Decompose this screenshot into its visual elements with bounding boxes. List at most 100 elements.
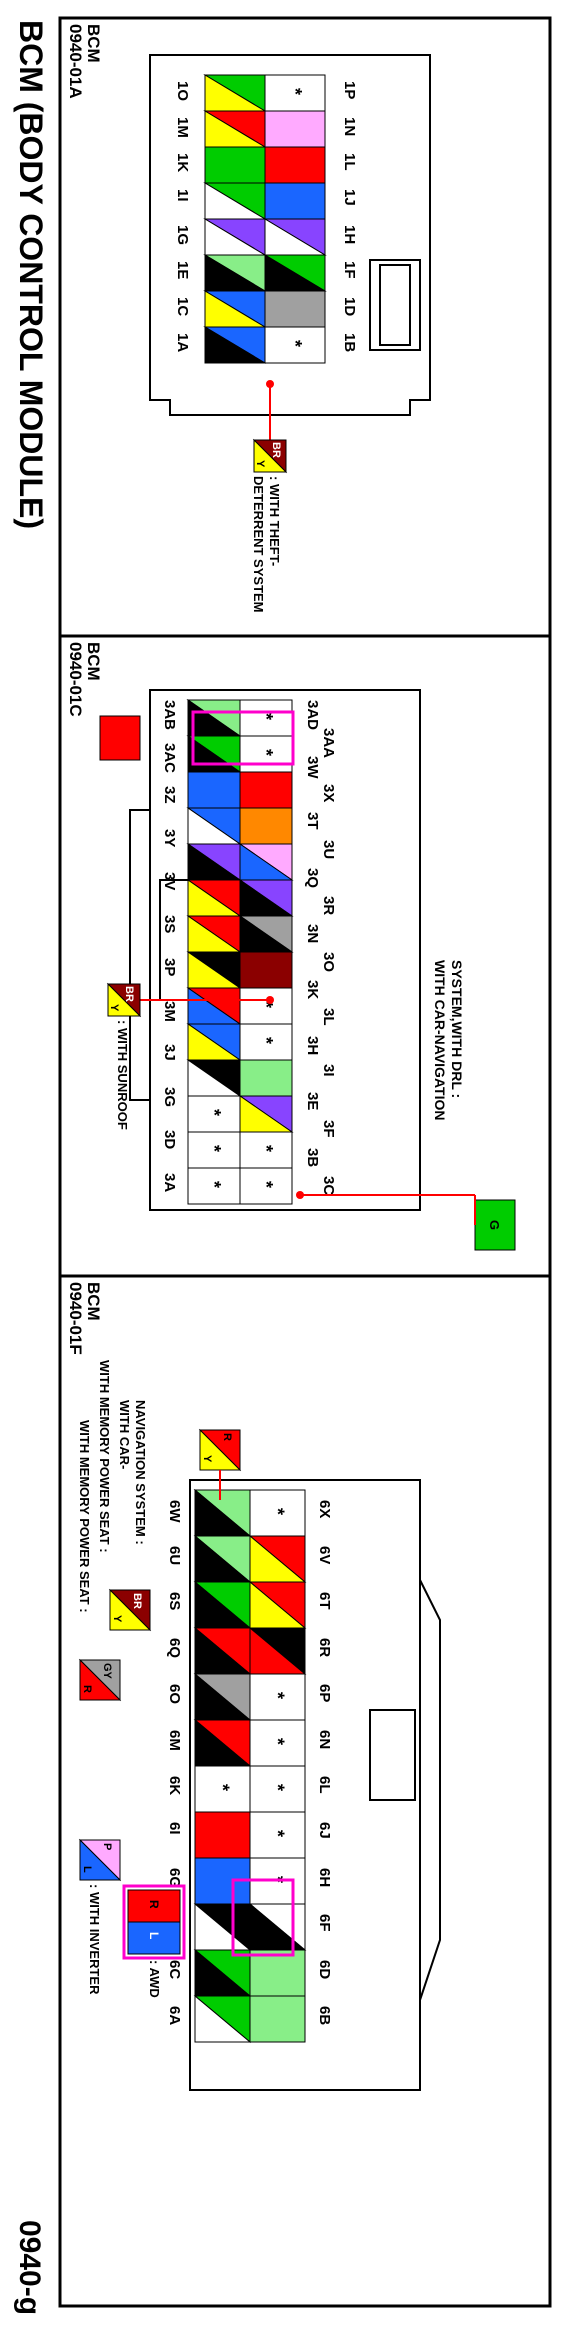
pin-grid-01c: *********	[186, 699, 294, 1205]
pin-label: 3X	[320, 784, 337, 802]
inverter-legend-text: : WITH INVERTER	[87, 1884, 102, 1995]
empty-pin-mark: *	[268, 1830, 288, 1837]
pin-label: 6T	[316, 1592, 333, 1610]
wire-cell	[264, 146, 326, 184]
legend-text-01a-line2: DETERRENT SYSTEM	[251, 476, 266, 613]
pin-label: 6A	[166, 2006, 183, 2025]
pin-label: 3Z	[161, 786, 178, 804]
inverter-legend-swatch: P L	[78, 1838, 122, 1882]
nav-legend-line1: WITH CAR-	[117, 1400, 132, 1469]
pin-label: 6Q	[166, 1638, 183, 1658]
pin-label: 6V	[316, 1546, 333, 1564]
unit-01c: BCM	[84, 642, 103, 681]
part-code-01f: 0940-01F	[66, 1282, 85, 1355]
leader-dot	[266, 996, 274, 1004]
svg-text:BR: BR	[131, 1593, 143, 1609]
pin-grid-01a: **	[203, 74, 327, 364]
leader-dot	[296, 1191, 304, 1199]
pin-label: 6P	[316, 1684, 333, 1702]
pin-label: 3B	[304, 1148, 321, 1167]
pin-label: 3L	[320, 1008, 337, 1026]
awd-legend: R L	[122, 1884, 186, 1960]
pin-label: 6R	[316, 1638, 333, 1657]
pin-label: 1I	[174, 189, 191, 202]
wire-cell	[239, 807, 293, 845]
svg-text:GY: GY	[101, 1663, 113, 1680]
page-code: 0940-g	[13, 2220, 46, 2315]
pin-label: 6W	[166, 1500, 183, 1523]
pin-label: 3A	[161, 1173, 178, 1192]
keyless-highlight	[191, 710, 295, 766]
wire-cell	[239, 951, 293, 989]
pin-label: 1N	[341, 117, 358, 136]
wire-cell	[264, 110, 326, 148]
pin-label: 3C	[320, 1176, 337, 1195]
svg-text:Y: Y	[108, 1004, 120, 1012]
empty-pin-mark: *	[285, 340, 305, 347]
pin-label: 6N	[316, 1730, 333, 1749]
pin-label: 1A	[174, 333, 191, 352]
pin-label: 3J	[161, 1044, 178, 1061]
svg-text:L: L	[81, 1866, 93, 1873]
unit-01f: BCM	[84, 1282, 103, 1321]
empty-pin-mark: *	[204, 1145, 224, 1152]
pin-label: 1H	[341, 225, 358, 244]
pin-label: 1K	[174, 153, 191, 172]
pin-label: 1P	[341, 81, 358, 99]
pin-label: 3W	[304, 756, 321, 779]
empty-pin-mark: *	[256, 713, 276, 720]
leader-dot	[266, 380, 274, 388]
pin-label: 6D	[316, 1960, 333, 1979]
wire-cell	[239, 1167, 293, 1205]
pin-label: 3N	[304, 924, 321, 943]
svg-text:R: R	[221, 1433, 233, 1441]
nav-legend-swatch: R Y	[198, 1428, 242, 1472]
pin-label: 3D	[161, 1130, 178, 1149]
svg-text:R: R	[81, 1685, 93, 1693]
pin-label: 6G	[166, 1868, 183, 1888]
pin-label: 3M	[161, 1001, 178, 1022]
pin-label: 6C	[166, 1960, 183, 1979]
svg-text:BR: BR	[123, 986, 135, 1002]
pin-label: 1D	[341, 297, 358, 316]
svg-text:Y: Y	[111, 1615, 123, 1623]
pin-label: 6O	[166, 1684, 183, 1704]
nav-legend-line2: NAVIGATION SYSTEM :	[133, 1400, 148, 1545]
wire-cell	[249, 1995, 306, 2043]
pin-label: 6S	[166, 1592, 183, 1610]
pin-label: 1L	[341, 153, 358, 171]
pin-label: 6F	[316, 1914, 333, 1932]
keyless-legend	[99, 715, 141, 761]
wire-cell	[239, 771, 293, 809]
page-title: BCM (BODY CONTROL MODULE)	[13, 20, 49, 529]
empty-pin-mark: *	[204, 1181, 224, 1188]
pin-label: 6H	[316, 1868, 333, 1887]
part-code-01c: 0940-01C	[66, 642, 85, 717]
wire-cell	[264, 290, 326, 328]
pin-grid-01f: *******	[193, 1488, 307, 2044]
pin-label: 3U	[320, 840, 337, 859]
pin-label: 3K	[304, 980, 321, 999]
memory2-legend-text: WITH MEMORY POWER SEAT :	[77, 1420, 92, 1613]
empty-pin-mark: *	[213, 1784, 233, 1791]
pin-label: 3V	[161, 872, 178, 890]
memory1-legend-text: WITH MEMORY POWER SEAT :	[97, 1360, 112, 1553]
pin-label: 6K	[166, 1776, 183, 1795]
legend-text-01a-line1: : WITH THEFT-	[267, 476, 282, 566]
pin-label: 1E	[174, 261, 191, 279]
empty-pin-mark: *	[256, 1037, 276, 1044]
wire-cell	[204, 146, 266, 184]
svg-text:L: L	[147, 1932, 161, 1939]
awd-highlight	[231, 1878, 295, 1957]
pin-label: 3O	[320, 952, 337, 972]
svg-text:BR: BR	[270, 442, 282, 458]
pin-label: 3AD	[304, 700, 321, 730]
empty-pin-mark: *	[268, 1692, 288, 1699]
pin-label: 6M	[166, 1730, 183, 1751]
pin-label: 6X	[316, 1500, 333, 1518]
pin-label: 1J	[341, 189, 358, 206]
wire-cell	[187, 771, 241, 809]
empty-pin-mark: *	[268, 1784, 288, 1791]
